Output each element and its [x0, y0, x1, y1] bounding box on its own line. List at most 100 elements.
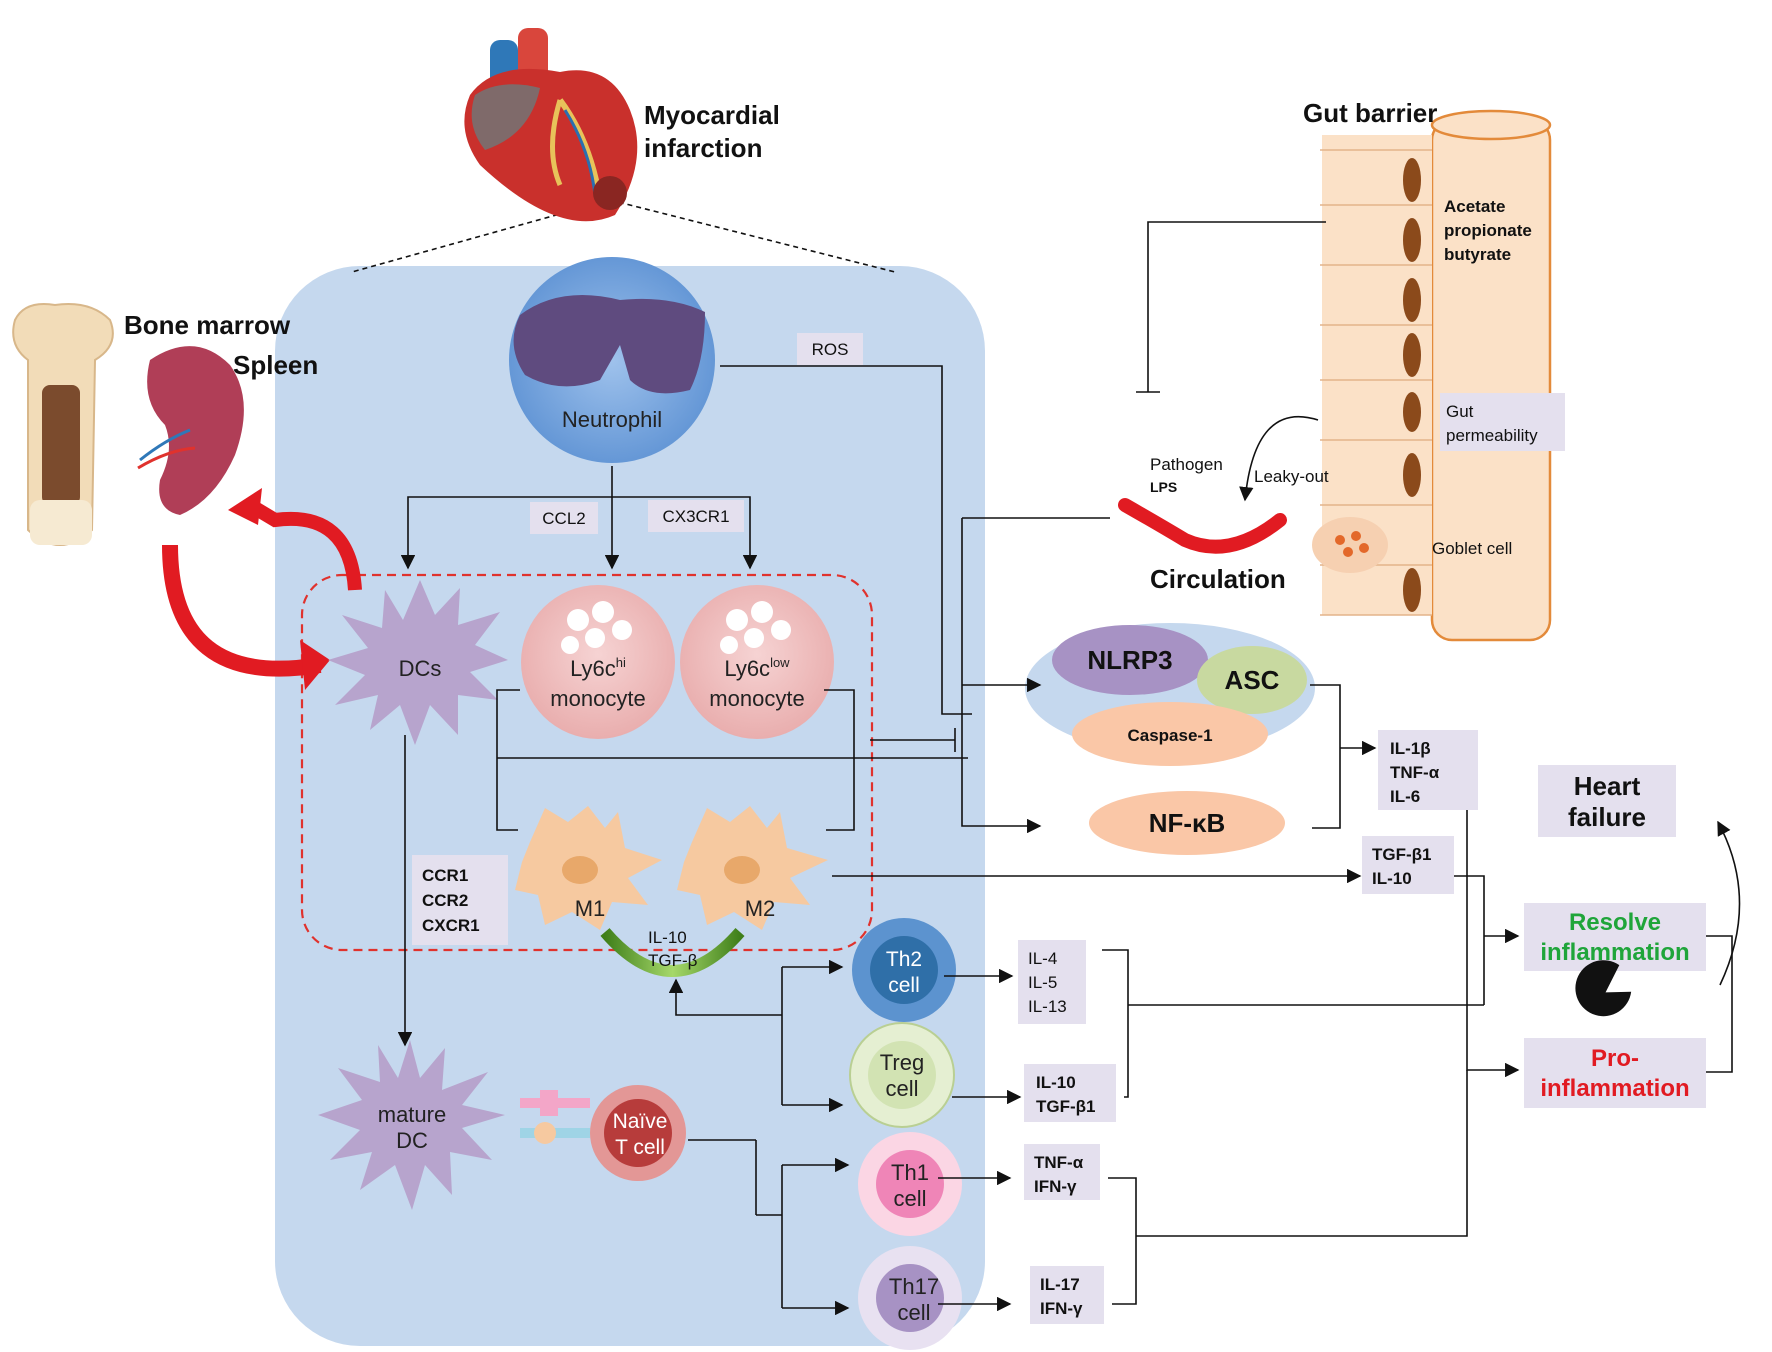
- dcs-label: DCs: [399, 656, 442, 681]
- bracket-pro: [1108, 1177, 1137, 1305]
- gut-perm-line2: permeability: [1446, 426, 1538, 445]
- line-ly6clow-m2: [824, 689, 855, 831]
- m1-label: M1: [575, 896, 606, 921]
- scfa-acetate: Acetate: [1444, 197, 1505, 216]
- tgfb-label: TGF-β: [648, 951, 698, 970]
- th17-line1: Th17: [889, 1274, 939, 1299]
- circulation-label: Circulation: [1150, 564, 1286, 594]
- pathogen-label: Pathogen: [1150, 455, 1223, 474]
- red-arrow-to-spleen: [246, 498, 362, 591]
- nlrp3-node: [1052, 625, 1208, 695]
- il13-label: IL-13: [1028, 997, 1067, 1016]
- spleen-illustration: [137, 346, 244, 515]
- th17-line2: cell: [897, 1300, 930, 1325]
- heart-failure-box: [1538, 765, 1676, 837]
- th1-line1: Th1: [891, 1160, 929, 1185]
- th2-line1: Th2: [886, 948, 922, 971]
- lps-label: LPS: [1150, 479, 1177, 495]
- gut-barrier-title: Gut barrier: [1303, 98, 1437, 128]
- ros-line: [720, 365, 972, 715]
- arrow-to-pro-inflammation: [1466, 810, 1520, 1078]
- naive-t-line2: T cell: [615, 1136, 665, 1159]
- il6-label: IL-6: [1390, 787, 1420, 806]
- leaky-out-arrow: [1239, 415, 1319, 502]
- receptors-box: [412, 855, 508, 945]
- ros-label: ROS: [812, 340, 849, 359]
- tgfb1-label: TGF-β1: [1372, 845, 1431, 864]
- treg-il10-label: IL-10: [1036, 1073, 1076, 1092]
- il4-label: IL-4: [1028, 949, 1057, 968]
- arrow-to-heart-failure: [1717, 820, 1741, 986]
- leaky-out-label: Leaky-out: [1254, 467, 1329, 486]
- mature-dc-line1: mature: [378, 1102, 446, 1127]
- cx3cr1-label: CX3CR1: [662, 507, 729, 526]
- neutrophil-nucleus: [513, 295, 705, 394]
- il1b-label: IL-1β: [1390, 739, 1431, 758]
- pro-box: [1524, 1038, 1706, 1108]
- central-panel: [275, 266, 985, 1346]
- neutrophil-label: Neutrophil: [562, 407, 662, 432]
- asc-node: [1197, 646, 1307, 714]
- nlrp3-label: NLRP3: [1087, 645, 1172, 675]
- heart-illustration: [464, 28, 638, 222]
- il5-label: IL-5: [1028, 973, 1057, 992]
- zoom-line-right: [609, 199, 896, 273]
- goblet-cell-label: Goblet cell: [1432, 539, 1512, 558]
- ccl2-label: CCL2: [542, 509, 585, 528]
- arrow-to-polarization: [668, 978, 782, 1016]
- bone-illustration: [12, 303, 114, 546]
- nfkb-label: NF-κB: [1149, 808, 1226, 838]
- cx3cr1-box: [648, 500, 744, 532]
- arrow-neut-ly6clow: [612, 496, 758, 570]
- pacman-icon: [1575, 960, 1632, 1017]
- line-ly6chi-m1: [496, 689, 520, 831]
- infl-cytokines-box: [1378, 730, 1478, 810]
- outcomes-bracket: [1706, 935, 1733, 1073]
- th17-out-box: [1030, 1266, 1104, 1324]
- caspase-node: [1072, 702, 1268, 766]
- m1-m2-polarization-arc: [600, 928, 745, 977]
- ccl2-box: [530, 502, 598, 534]
- dcs-cell: [328, 580, 508, 745]
- m2-cytokines-box: [1362, 836, 1454, 894]
- scfa-propionate: propionate: [1444, 221, 1532, 240]
- asc-label: ASC: [1225, 665, 1280, 695]
- heart-failure-line1: Heart: [1574, 771, 1641, 801]
- gut-permeability-box: [1440, 393, 1565, 451]
- treg-out-box: [1024, 1064, 1116, 1122]
- mature-dc-line2: DC: [396, 1128, 428, 1153]
- red-arrow-to-dcs: [162, 544, 322, 677]
- receptor-ccr2: CCR2: [422, 891, 468, 910]
- il10-out-label: IL-10: [1372, 869, 1412, 888]
- resolve-line1: Resolve: [1569, 909, 1661, 936]
- line-pro-to-outcome: [1136, 1070, 1468, 1237]
- scfa-inhibit-line: [1147, 221, 1326, 392]
- ly6chi-label: Ly6chi: [570, 655, 626, 681]
- il10-label: IL-10: [648, 928, 687, 947]
- th2-line2: cell: [888, 974, 920, 997]
- treg-line1: Treg: [880, 1050, 924, 1075]
- gut-perm-line1: Gut: [1446, 402, 1474, 421]
- mi-label-line2: infarction: [644, 133, 762, 163]
- pro-line1: Pro-: [1591, 1045, 1639, 1072]
- resolve-box: [1524, 903, 1706, 971]
- th1-ifng-label: IFN-γ: [1034, 1177, 1077, 1196]
- ly6chi-monocyte-label: monocyte: [550, 686, 645, 711]
- monocyte-region: [300, 573, 874, 952]
- th1-tnfa-label: TNF-α: [1034, 1153, 1084, 1172]
- tnfa-label: TNF-α: [1390, 763, 1440, 782]
- ly6chi-monocyte: [521, 585, 675, 739]
- ly6clow-label: Ly6clow: [724, 655, 790, 681]
- il17-label: IL-17: [1040, 1275, 1080, 1294]
- th1-line2: cell: [893, 1186, 926, 1211]
- line-m2-cytokines-down: [1454, 875, 1485, 1005]
- ly6clow-monocyte: [680, 585, 834, 739]
- receptor-ccr1: CCR1: [422, 866, 468, 885]
- gut-barrier-illustration: [1312, 109, 1552, 642]
- resolve-line2: inflammation: [1540, 939, 1689, 966]
- ly6clow-monocyte-label: monocyte: [709, 686, 804, 711]
- th1-out-box: [1024, 1144, 1100, 1200]
- bracket-complex-out: [1310, 684, 1341, 829]
- mi-label-line1: Myocardial: [644, 100, 780, 130]
